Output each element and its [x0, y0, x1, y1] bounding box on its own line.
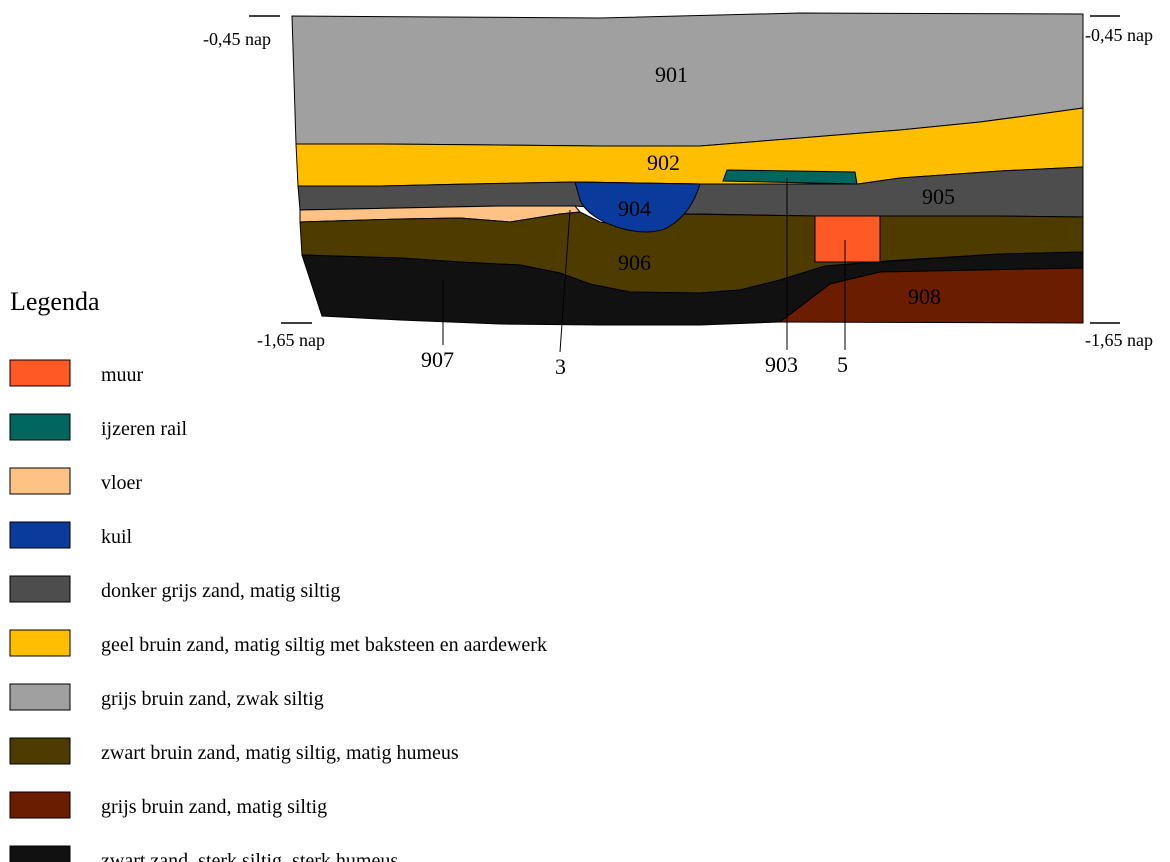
legend-label: zwart zand, sterk siltig, sterk humeus	[101, 850, 398, 862]
legend-swatch	[9, 683, 71, 711]
callout-3: 3	[555, 354, 566, 379]
legend-label: vloer	[101, 472, 142, 494]
label-908: 908	[908, 284, 941, 309]
layer-muur	[814, 215, 881, 263]
legend-swatch	[9, 413, 71, 441]
legend-label: donker grijs zand, matig siltig	[101, 580, 340, 602]
leader-3	[559, 209, 571, 353]
callout-5: 5	[837, 352, 848, 377]
layer-904-kuil	[574, 181, 701, 233]
legend-title: Legenda	[10, 287, 100, 316]
legend-swatch	[9, 575, 71, 603]
legend-label: ijzeren rail	[101, 418, 187, 440]
legend-label: kuil	[101, 526, 133, 548]
legend-swatch	[9, 629, 71, 657]
legend-label: grijs bruin zand, matig siltig	[101, 796, 327, 818]
layer-903-rail	[722, 169, 858, 185]
legend-swatch	[9, 467, 71, 495]
level-top-right: -0,45 nap	[1085, 25, 1153, 45]
legend-label: geel bruin zand, matig siltig met bakste…	[101, 634, 547, 656]
level-bottom-left: -1,65 nap	[257, 330, 325, 350]
callout-903: 903	[765, 352, 798, 377]
legend-swatch	[9, 791, 71, 819]
level-top-left: -0,45 nap	[203, 29, 271, 49]
legend-label: muur	[101, 364, 144, 386]
legend-swatch	[9, 359, 71, 387]
legend-swatch	[9, 845, 71, 862]
callout-907: 907	[421, 347, 454, 372]
layer-907	[301, 251, 1084, 326]
legend-swatch	[9, 521, 71, 549]
label-901: 901	[655, 62, 688, 87]
legend: muur ijzeren rail vloer kuil donker grijs za…	[9, 359, 547, 862]
label-902: 902	[647, 150, 680, 175]
legend-label: zwart bruin zand, matig siltig, matig hu…	[101, 742, 459, 764]
label-904: 904	[618, 196, 651, 221]
level-bottom-right: -1,65 nap	[1085, 330, 1153, 350]
label-906: 906	[618, 250, 651, 275]
layer-908	[778, 267, 1084, 324]
legend-label: grijs bruin zand, zwak siltig	[101, 688, 324, 710]
legend-swatch	[9, 737, 71, 765]
label-905: 905	[922, 184, 955, 209]
